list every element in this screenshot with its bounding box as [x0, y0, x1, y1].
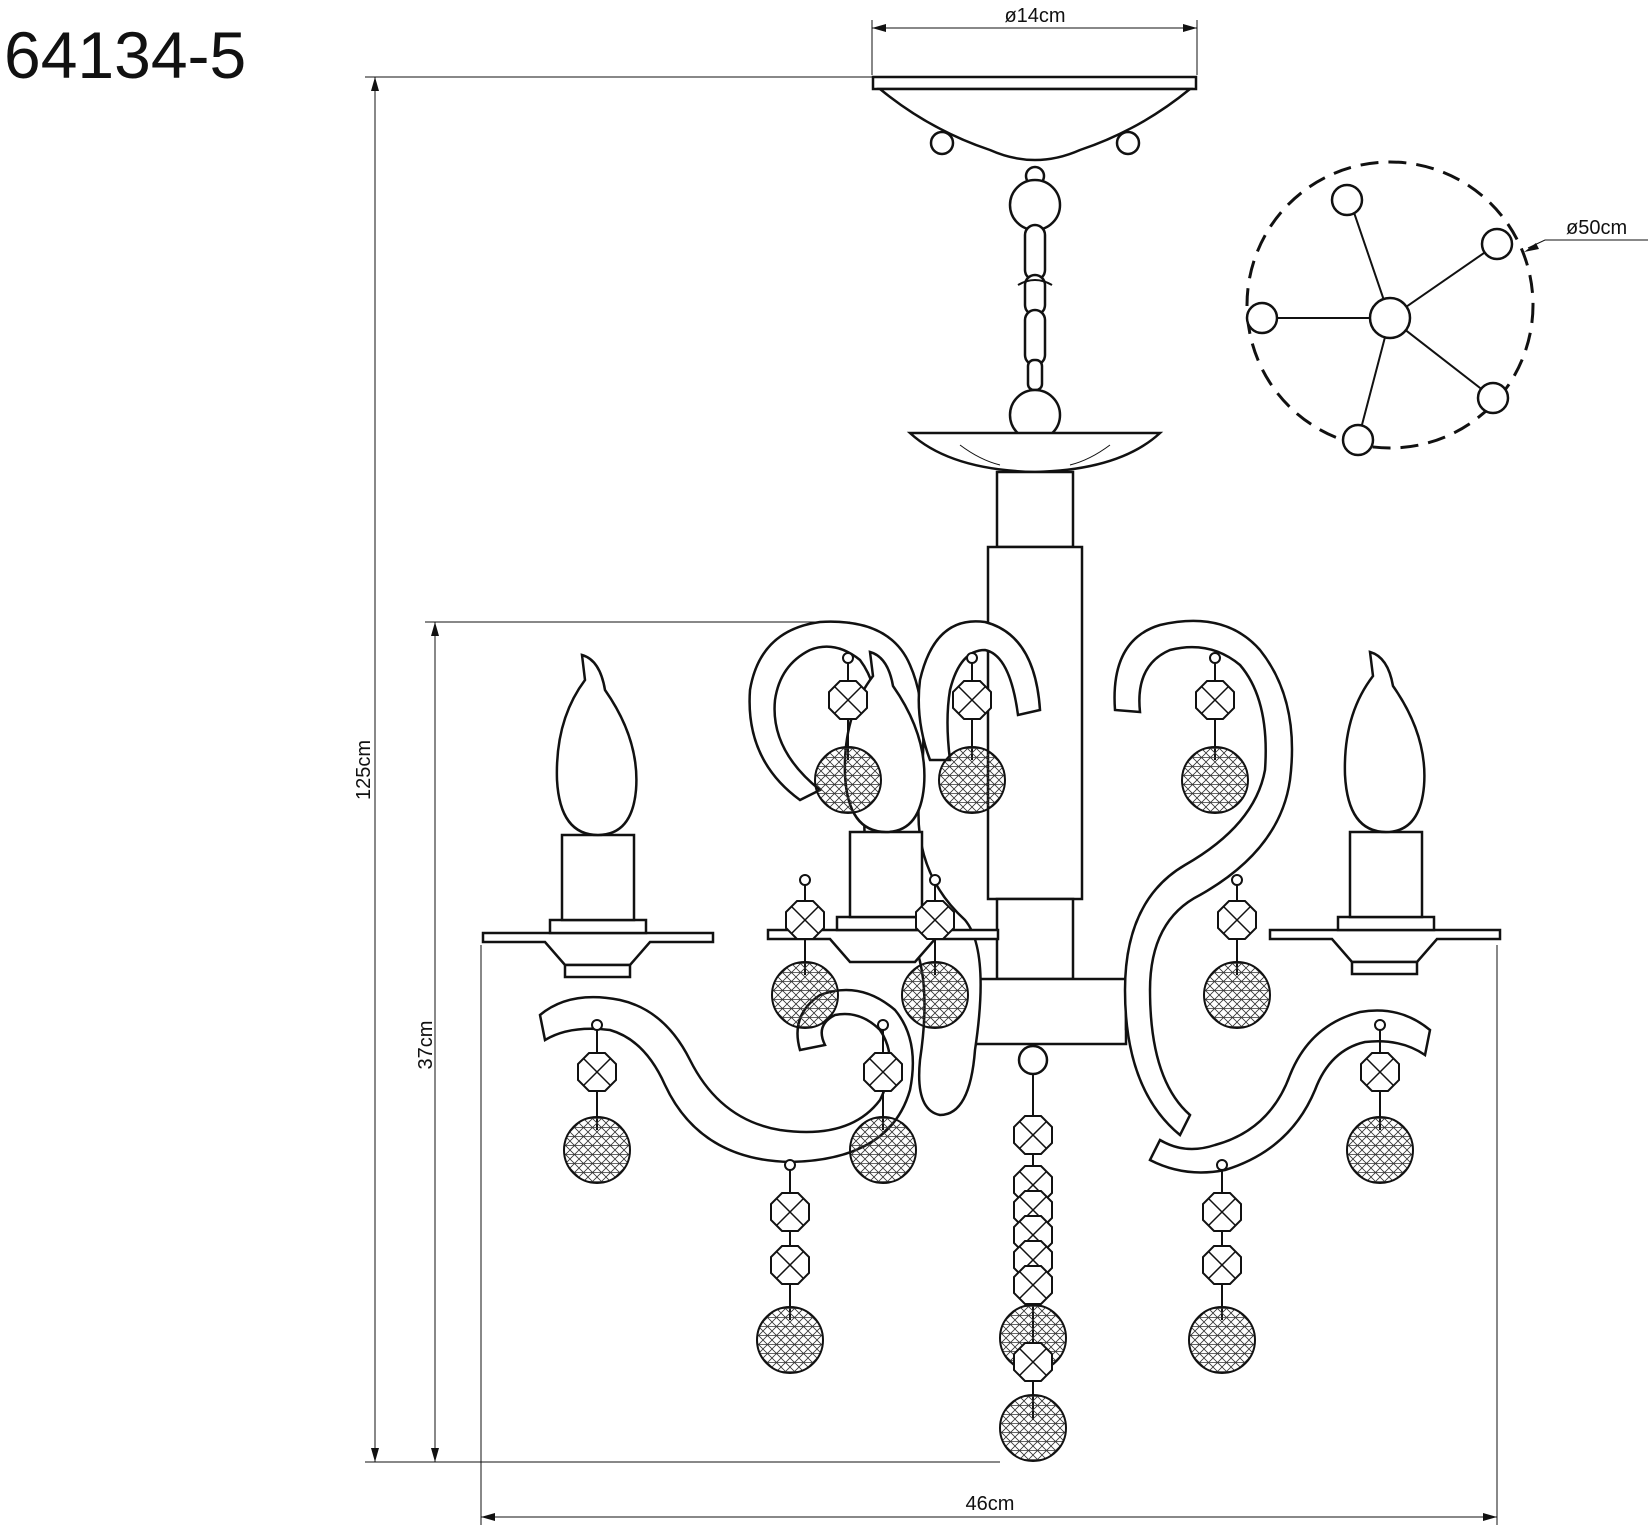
front-arms — [538, 988, 1432, 1174]
top-cup — [906, 431, 1164, 474]
body-height-label: 37cm — [415, 1021, 437, 1070]
model-number-title: 64134-5 — [4, 18, 247, 92]
top-view-diagram: ø50cm — [1245, 160, 1648, 457]
crystal-drop-10 — [756, 1159, 824, 1374]
total-height-dimension: 125cm — [353, 76, 1000, 1463]
crystal-drop-8 — [849, 1019, 917, 1184]
crystal-drop-5 — [901, 874, 969, 1029]
arm-span-diameter-label: ø50cm — [1566, 217, 1627, 239]
crystal-drop-6 — [1203, 874, 1271, 1029]
candle-right — [1268, 650, 1502, 976]
back-arms — [748, 619, 1294, 1137]
canopy-diameter-dimension: ø14cm — [871, 5, 1198, 75]
crystal-drop-3 — [1181, 652, 1249, 814]
central-stem — [968, 470, 1140, 1046]
ceiling-canopy — [871, 75, 1198, 187]
canopy-diameter-label: ø14cm — [1004, 5, 1065, 27]
crystal-drop-center — [999, 1044, 1067, 1462]
crystal-drops — [563, 652, 1414, 1462]
suspension-chain — [1008, 178, 1062, 442]
candle-left — [481, 653, 715, 979]
width-label: 46cm — [966, 1493, 1015, 1515]
crystal-drop-11 — [1188, 1159, 1256, 1374]
total-height-label: 125cm — [353, 740, 375, 800]
crystal-drop-7 — [563, 1019, 631, 1184]
crystal-drop-2 — [938, 652, 1006, 814]
width-dimension: 46cm — [480, 945, 1498, 1525]
crystal-drop-4 — [771, 874, 839, 1029]
crystal-drop-9 — [1346, 1019, 1414, 1184]
crystal-drop-1 — [814, 652, 882, 814]
body-height-dimension: 37cm — [415, 621, 850, 1462]
